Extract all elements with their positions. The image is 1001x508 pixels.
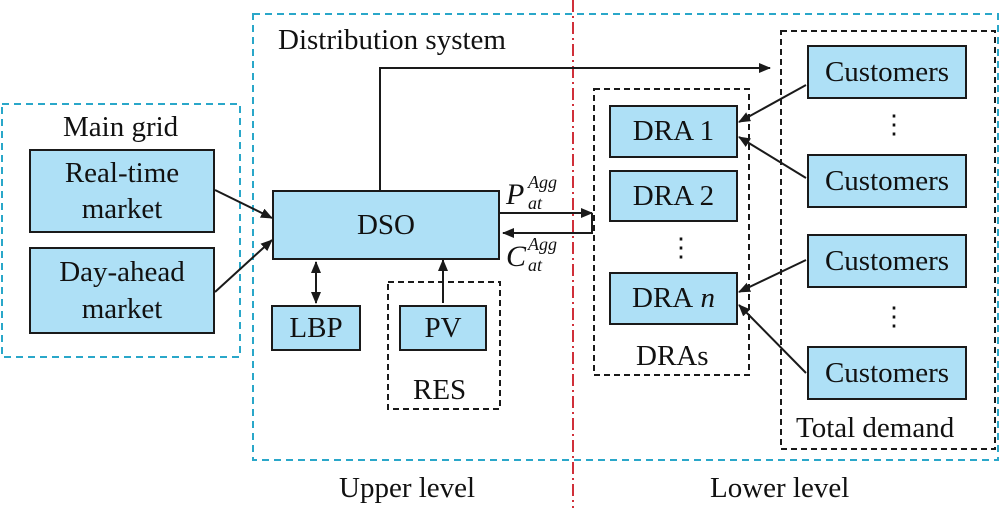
main-grid-label: Main grid [63, 111, 179, 143]
c-agg-superscript: Agg [528, 234, 557, 254]
arrow-dayahead-to-dso [214, 239, 273, 293]
arrow-dso-to-customers [379, 63, 771, 190]
total-demand-label: Total demand [796, 412, 955, 444]
c-agg-symbol: C [506, 240, 527, 273]
upper-level-label: Upper level [339, 472, 476, 504]
customers-box-3: Customers [807, 234, 967, 288]
day-ahead-market-line1: Day-ahead [59, 256, 185, 289]
p-agg-signal: P Agg at [506, 173, 557, 212]
arrow-cust4-to-dran [738, 304, 807, 374]
arrow-cust1-to-dra1 [738, 84, 807, 123]
day-ahead-market-box: Day-ahead market [29, 247, 215, 334]
dra-2-box: DRA 2 [609, 170, 738, 222]
dra-n-index: n [700, 282, 715, 315]
dra-ellipsis: ⋮ [668, 233, 694, 262]
customers-ellipsis-1: ⋮ [881, 110, 907, 139]
day-ahead-market-line2: market [81, 292, 163, 325]
dra-1-box: DRA 1 [609, 105, 738, 158]
customers-box-1: Customers [807, 45, 967, 99]
customers-box-4: Customers [807, 346, 967, 400]
dra-n-box: DRA n [609, 272, 738, 325]
dso-box: DSO [272, 190, 500, 260]
lower-level-label: Lower level [710, 472, 850, 504]
p-agg-subscript: at [528, 193, 543, 213]
p-agg-symbol: P [506, 178, 525, 211]
distribution-system-label: Distribution system [278, 24, 506, 56]
real-time-market-line2: market [81, 193, 163, 225]
arrow-dras-to-dso [502, 213, 593, 238]
res-label: RES [413, 374, 467, 406]
total-demand-group [780, 30, 996, 450]
p-agg-superscript: Agg [528, 172, 557, 192]
c-agg-subscript: at [528, 255, 543, 275]
distribution-system-region [252, 13, 999, 461]
c-agg-signal: C Agg at [506, 235, 557, 274]
real-time-market-line1: Real-time [64, 156, 180, 189]
dras-label: DRAs [636, 340, 709, 372]
pv-box: PV [399, 305, 487, 351]
lbp-box: LBP [271, 305, 361, 351]
arrow-cust3-to-dran [738, 259, 807, 293]
main-grid-region [1, 103, 241, 358]
customers-box-2: Customers [807, 154, 967, 208]
dra-n-prefix: DRA [632, 282, 694, 315]
arrow-realtime-to-dso [214, 189, 273, 219]
arrow-cust2-to-dra1 [738, 136, 807, 179]
customers-ellipsis-2: ⋮ [881, 302, 907, 331]
real-time-market-box: Real-time market [29, 149, 215, 233]
